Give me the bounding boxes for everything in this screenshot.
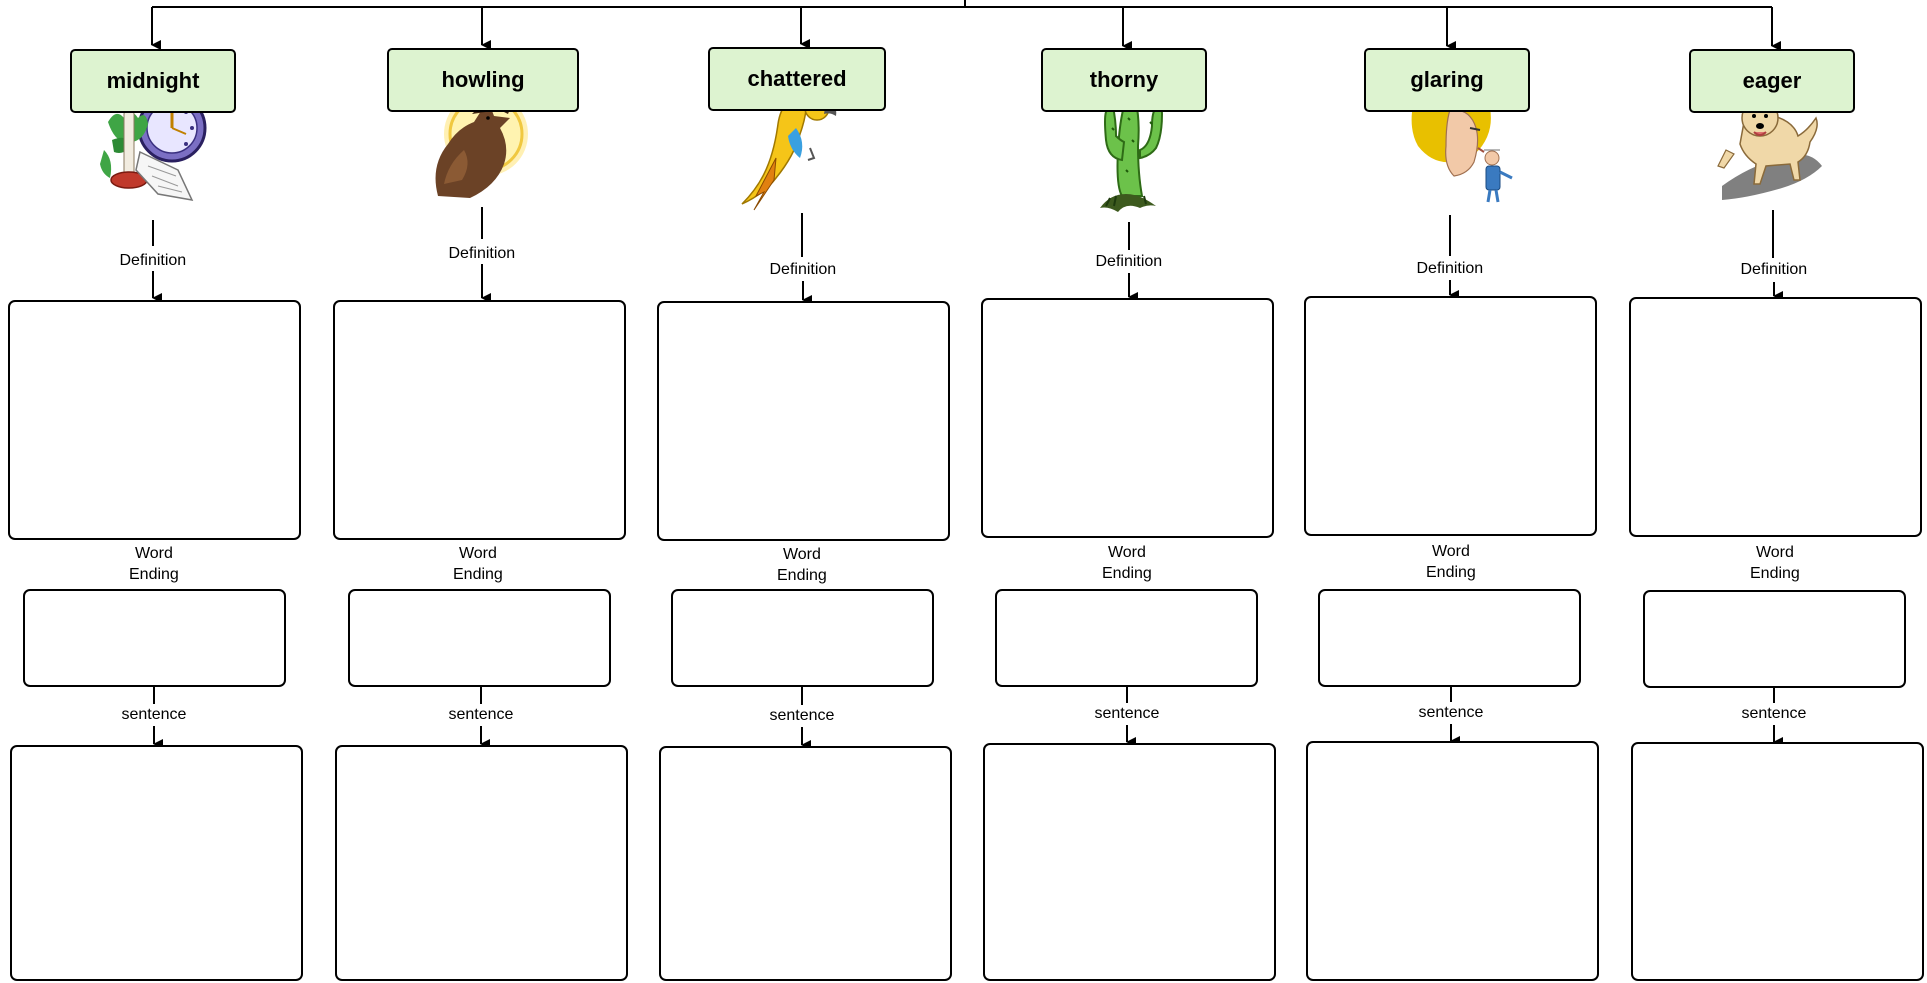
- definition-box-3[interactable]: [657, 301, 950, 541]
- word-label: glaring: [1410, 67, 1484, 92]
- word-ending-box-4[interactable]: [995, 589, 1258, 687]
- word-label: midnight: [106, 68, 200, 93]
- word-ending-box-6[interactable]: [1643, 590, 1906, 688]
- word-ending-box-5[interactable]: [1318, 589, 1581, 687]
- word-box-2[interactable]: howling: [387, 48, 579, 112]
- definition-label-1: Definition: [117, 250, 189, 271]
- word-label: eager: [1742, 68, 1802, 93]
- word-box-6[interactable]: eager: [1689, 49, 1855, 113]
- definition-label-6: Definition: [1738, 259, 1810, 280]
- definition-box-5[interactable]: [1304, 296, 1597, 536]
- sentence-label-3: sentence: [767, 705, 837, 726]
- word-ending-box-3[interactable]: [671, 589, 934, 687]
- definition-box-2[interactable]: [333, 300, 626, 540]
- sentence-box-4[interactable]: [983, 743, 1276, 981]
- sentence-box-5[interactable]: [1306, 741, 1599, 981]
- sentence-box-1[interactable]: [10, 745, 303, 981]
- definition-label-3: Definition: [767, 259, 839, 280]
- word-ending-box-1[interactable]: [23, 589, 286, 687]
- sentence-box-3[interactable]: [659, 746, 952, 981]
- definition-box-1[interactable]: [8, 300, 301, 540]
- parrot-icon: [741, 95, 837, 211]
- definition-label-4: Definition: [1093, 251, 1165, 272]
- definition-label-5: Definition: [1414, 258, 1486, 279]
- word-label: howling: [441, 67, 525, 92]
- cactus-icon: [1100, 95, 1164, 212]
- sentence-label-4: sentence: [1092, 703, 1162, 724]
- sentence-label-6: sentence: [1739, 703, 1809, 724]
- definition-label-2: Definition: [446, 243, 518, 264]
- word-box-3[interactable]: chattered: [708, 47, 886, 111]
- sentence-box-6[interactable]: [1631, 742, 1924, 981]
- sentence-label-2: sentence: [446, 704, 516, 725]
- sentence-label-1: sentence: [119, 704, 189, 725]
- word-ending-box-2[interactable]: [348, 589, 611, 687]
- word-box-5[interactable]: glaring: [1364, 48, 1530, 112]
- definition-box-4[interactable]: [981, 298, 1274, 538]
- word-label: thorny: [1089, 67, 1159, 92]
- definition-box-6[interactable]: [1629, 297, 1922, 537]
- sentence-label-5: sentence: [1416, 702, 1486, 723]
- howling-wolf-icon: [435, 92, 528, 198]
- word-box-1[interactable]: midnight: [70, 49, 236, 113]
- word-box-4[interactable]: thorny: [1041, 48, 1207, 112]
- word-label: chattered: [747, 66, 847, 91]
- sentence-box-2[interactable]: [335, 745, 628, 981]
